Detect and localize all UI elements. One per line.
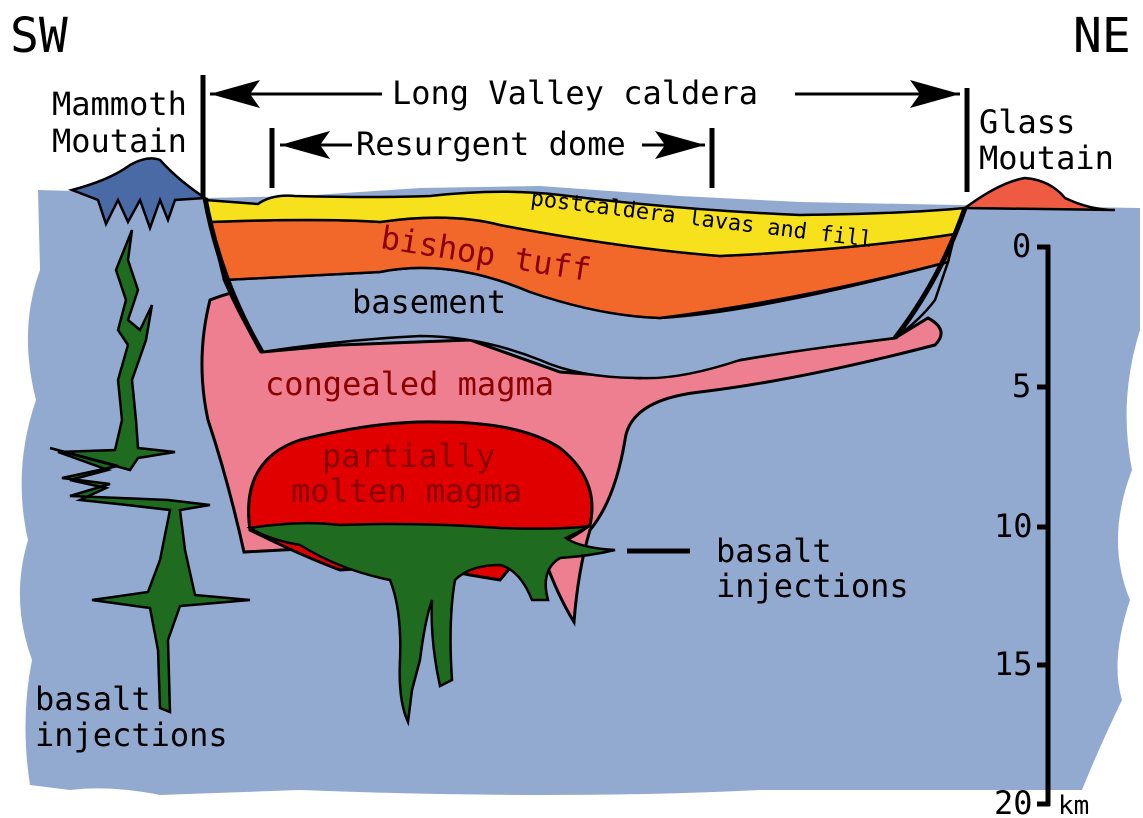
congealed-magma-label: congealed magma	[265, 365, 554, 403]
depth-label-15: 15	[994, 645, 1033, 683]
partial-magma-label-1: partially	[322, 437, 495, 475]
depth-unit-label: km	[1058, 791, 1089, 818]
ne-direction-label: NE	[1073, 8, 1131, 64]
depth-label-10: 10	[994, 507, 1033, 545]
sw-direction-label: SW	[10, 8, 68, 64]
mammoth-mountain-label-2: Moutain	[52, 122, 187, 160]
dome-span-label: Resurgent dome	[356, 125, 626, 163]
depth-label-20: 20	[994, 784, 1033, 818]
right-basalt-label-1: basalt	[716, 532, 832, 570]
glass-mountain-shape	[965, 178, 1115, 210]
basement-label: basement	[352, 283, 506, 321]
caldera-span-label: Long Valley caldera	[392, 74, 758, 112]
glass-mountain-label-2: Moutain	[979, 139, 1114, 177]
depth-label-0: 0	[1012, 227, 1031, 265]
depth-label-5: 5	[1012, 367, 1031, 405]
glass-mountain-label-1: Glass	[979, 103, 1075, 141]
partial-magma-label-2: molten magma	[291, 472, 522, 510]
left-basalt-label-1: basalt	[35, 680, 151, 718]
mammoth-mountain-label-1: Mammoth	[52, 85, 187, 123]
left-basalt-label-2: injections	[35, 716, 228, 754]
right-basalt-label-2: injections	[716, 567, 909, 605]
